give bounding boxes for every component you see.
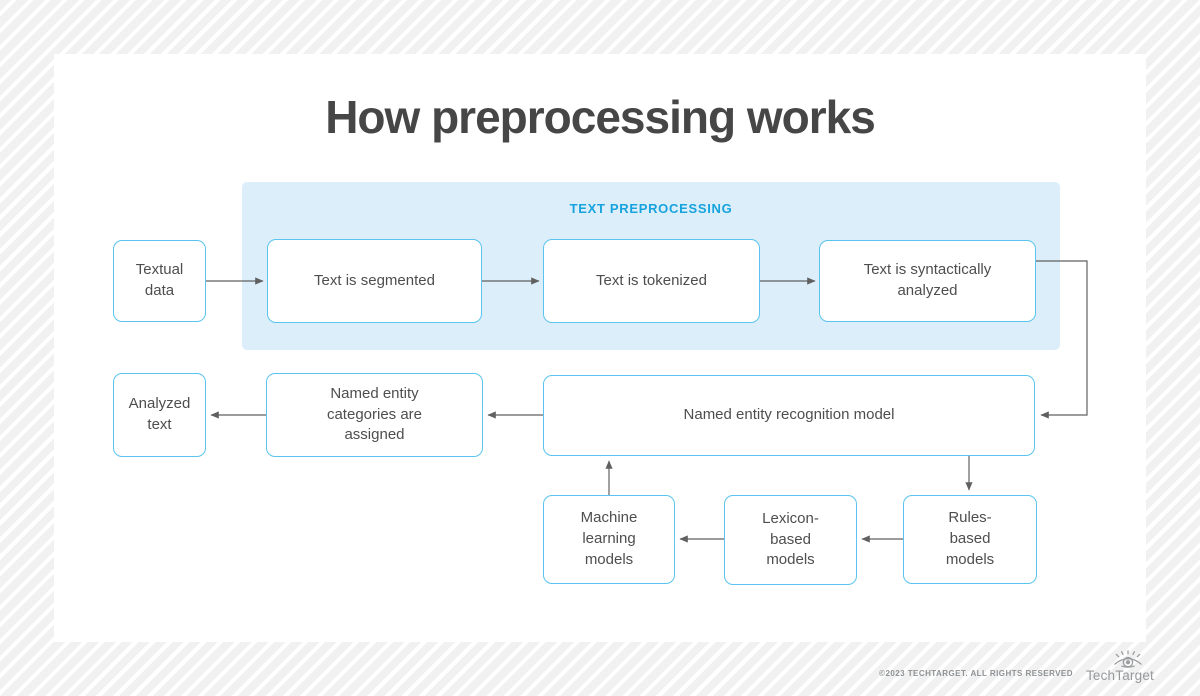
node-analyzed-text: Analyzed text [113,373,206,457]
footer: ©2023 TECHTARGET. ALL RIGHTS RESERVED Te… [879,650,1154,683]
node-rules-based-models: Rules-based models [903,495,1037,584]
copyright-text: ©2023 TECHTARGET. ALL RIGHTS RESERVED [879,668,1073,678]
node-textual-data: Textual data [113,240,206,322]
node-lexicon-based-models: Lexicon-based models [724,495,857,585]
page-title: How preprocessing works [325,91,876,143]
band-label: TEXT PREPROCESSING [569,201,733,216]
infographic-card: How preprocessing works TEXT PREPROCESSI… [54,54,1146,642]
node-text-is-tokenized: Text is tokenized [543,239,760,323]
node-machine-learning-models: Machine learning models [543,495,675,584]
techtarget-logo: TechTarget [1086,650,1154,683]
node-ner-model: Named entity recognition model [543,375,1035,456]
node-named-entity-categories: Named entity categories are assigned [266,373,483,457]
node-text-syntactically-analyzed: Text is syntactically analyzed [819,240,1036,322]
logo-text: TechTarget [1085,668,1154,683]
node-text-is-segmented: Text is segmented [267,239,482,323]
eye-icon [1114,650,1142,668]
